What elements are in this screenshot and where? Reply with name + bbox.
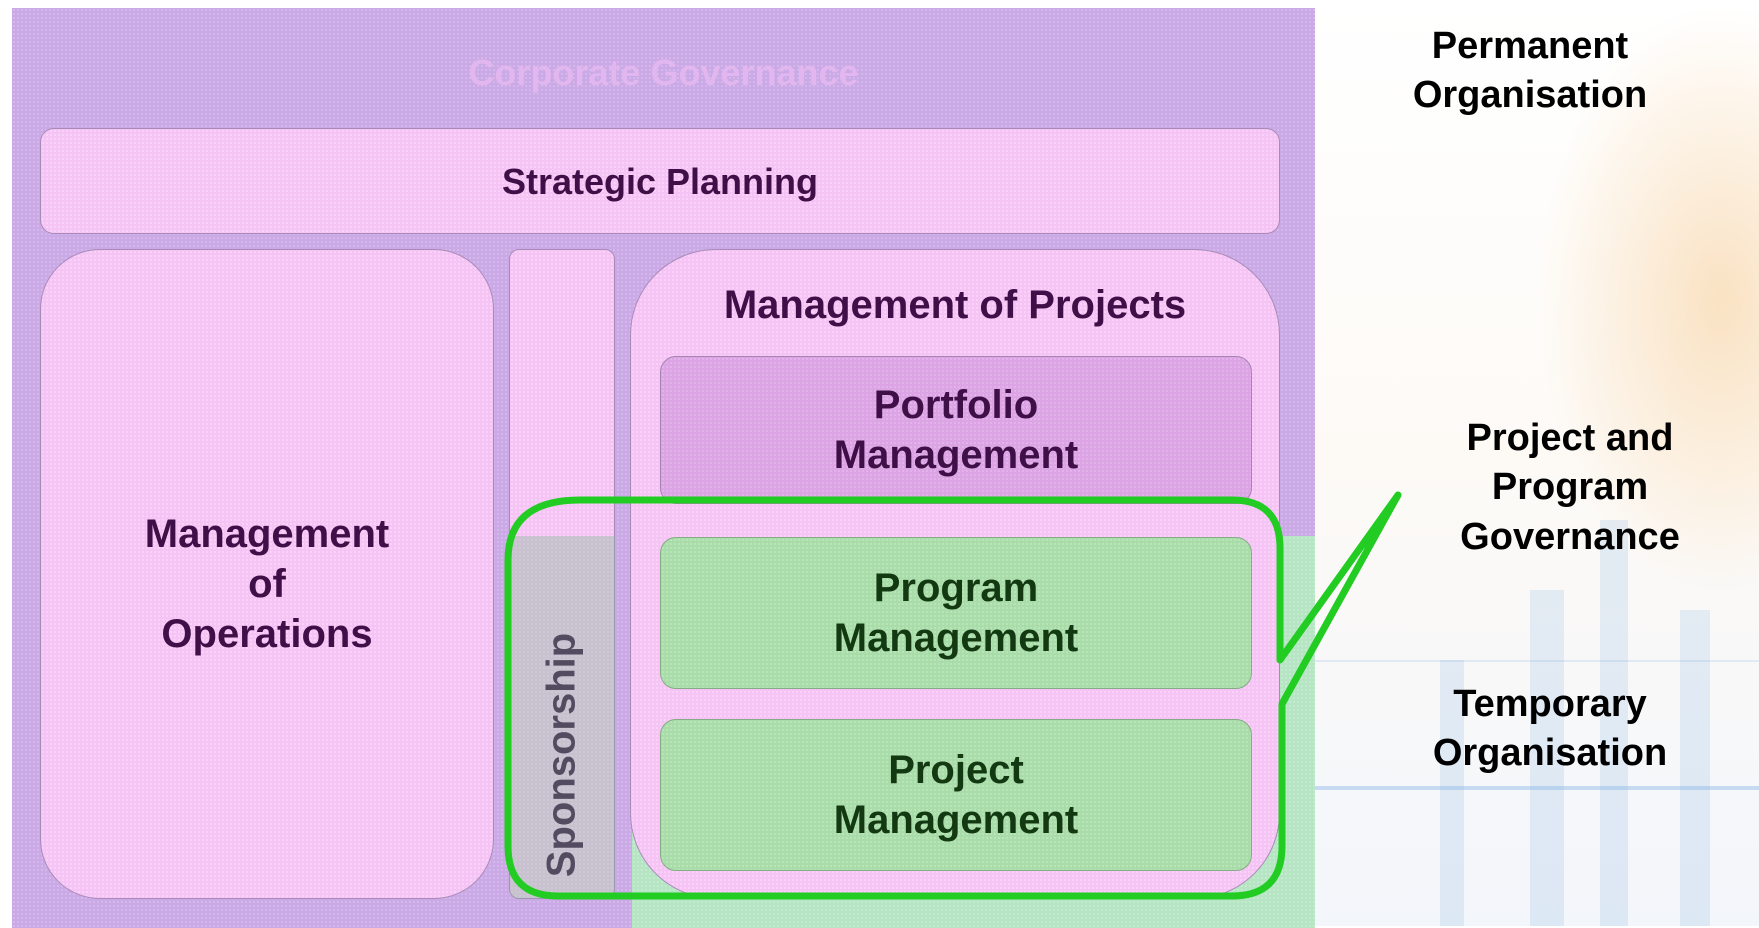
management-of-operations-box: Management of Operations (40, 249, 494, 899)
portfolio-management-label: Portfolio Management (833, 383, 1079, 477)
project-management-box: Project Management (660, 719, 1252, 871)
project-and-program-governance-label: Project and Program Governance (1460, 417, 1680, 558)
program-management-label: Program Management (833, 566, 1079, 660)
portfolio-management-box: Portfolio Management (660, 356, 1252, 504)
permanent-organisation-label: Permanent Organisation (1412, 25, 1648, 117)
corporate-governance-title: Corporate Governance (468, 52, 859, 93)
strategic-planning-box: Strategic Planning (40, 128, 1280, 234)
strategic-planning-label: Strategic Planning (501, 160, 819, 202)
sponsorship-governance-overlap (509, 536, 615, 899)
project-management-label: Project Management (833, 748, 1079, 842)
management-of-operations-label: Management of Operations (144, 512, 390, 656)
program-management-box: Program Management (660, 537, 1252, 689)
management-of-projects-label: Management of Projects (723, 283, 1187, 327)
temporary-organisation-label: Temporary Organisation (1432, 683, 1668, 775)
